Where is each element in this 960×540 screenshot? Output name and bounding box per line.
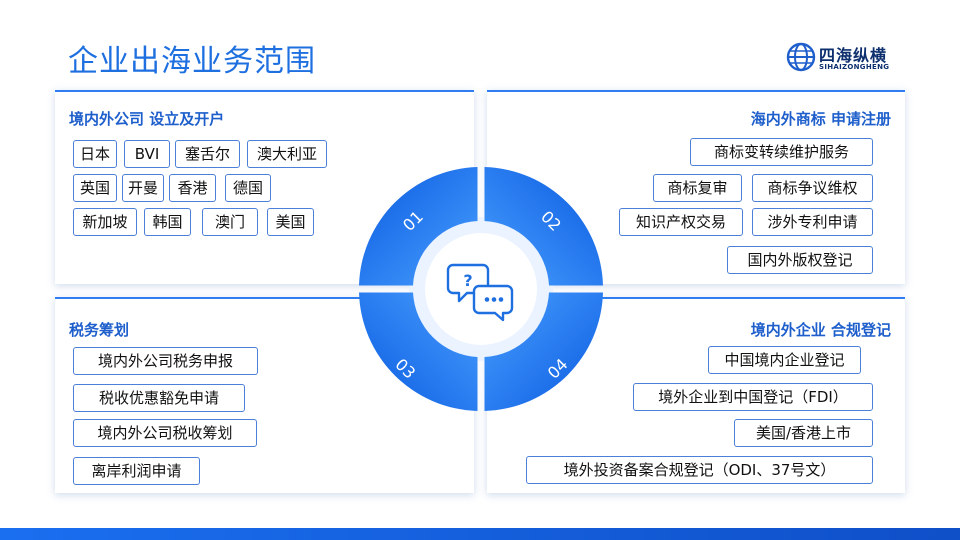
panel-title: 税务筹划: [69, 321, 130, 339]
panel-tax-planning: 税务筹划 境内外公司税务申报 税收优惠豁免申请 境内外公司税收筹划 离岸利润申请: [55, 297, 474, 493]
tag-trademark-review[interactable]: 商标复审: [653, 174, 742, 202]
tag-usa[interactable]: 美国: [267, 208, 314, 236]
tag-australia[interactable]: 澳大利亚: [247, 140, 327, 168]
ring-segment-01: [359, 167, 478, 286]
tag-trademark-maintenance[interactable]: 商标变转续维护服务: [690, 138, 873, 166]
panel-trademark: 海内外商标 申请注册 商标变转续维护服务 商标复审 商标争议维权 知识产权交易 …: [487, 90, 905, 284]
tag-domestic-registration[interactable]: 中国境内企业登记: [708, 346, 861, 374]
globe-icon: [786, 42, 816, 72]
ring-segment-03: [359, 292, 478, 411]
panel-title: 境内外企业 合规登记: [750, 321, 891, 339]
ring-segment-02: [484, 167, 603, 286]
tag-singapore[interactable]: 新加坡: [73, 208, 137, 236]
tag-tax-exemption[interactable]: 税收优惠豁免申请: [73, 384, 245, 412]
page-title: 企业出海业务范围: [68, 44, 316, 79]
bottom-accent-bar: [0, 528, 960, 540]
tag-korea[interactable]: 韩国: [144, 208, 191, 236]
tag-cayman[interactable]: 开曼: [122, 174, 164, 202]
tag-seychelles[interactable]: 塞舌尔: [175, 140, 240, 168]
tag-macau[interactable]: 澳门: [202, 208, 258, 236]
tag-foreign-patent[interactable]: 涉外专利申请: [752, 208, 873, 236]
tag-hongkong[interactable]: 香港: [169, 174, 216, 202]
brand-logo: 四海纵横 SIHAIZONGHENG: [786, 42, 896, 74]
svg-text:?: ?: [463, 271, 472, 290]
tag-fdi-registration[interactable]: 境外企业到中国登记（FDI）: [633, 383, 873, 411]
tag-uk[interactable]: 英国: [73, 174, 117, 202]
panel-title: 境内外公司 设立及开户: [69, 110, 225, 128]
tag-ip-trading[interactable]: 知识产权交易: [619, 208, 743, 236]
tag-japan[interactable]: 日本: [73, 140, 117, 168]
tag-offshore-profit[interactable]: 离岸利润申请: [73, 457, 200, 485]
tag-odi-registration[interactable]: 境外投资备案合规登记（ODI、37号文）: [526, 456, 873, 484]
logo-subtitle: SIHAIZONGHENG: [819, 63, 890, 71]
tag-tax-filing[interactable]: 境内外公司税务申报: [73, 347, 258, 375]
ring-segment-04: [484, 292, 603, 411]
center-ring: 01 02 03 04 ?: [359, 167, 603, 411]
tag-germany[interactable]: 德国: [225, 174, 271, 202]
logo-name: 四海纵横: [819, 46, 888, 65]
panel-title: 海内外商标 申请注册: [750, 110, 891, 128]
tag-trademark-dispute[interactable]: 商标争议维权: [752, 174, 873, 202]
tag-copyright-registration[interactable]: 国内外版权登记: [727, 246, 873, 274]
tag-tax-planning[interactable]: 境内外公司税收筹划: [73, 419, 257, 447]
tag-listing[interactable]: 美国/香港上市: [734, 419, 873, 447]
chat-question-icon: ?: [446, 263, 514, 322]
tag-bvi[interactable]: BVI: [124, 140, 170, 168]
